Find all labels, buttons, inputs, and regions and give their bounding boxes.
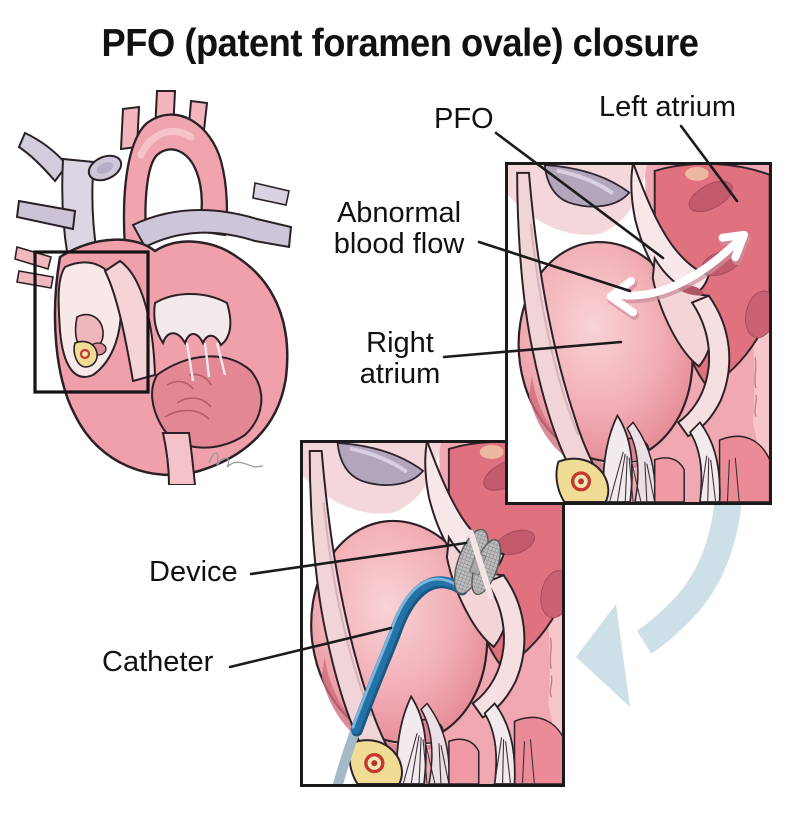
artist-signature bbox=[208, 452, 264, 468]
label-right-atrium-line2: atrium bbox=[359, 357, 441, 390]
label-catheter: Catheter bbox=[102, 646, 214, 678]
abnormal-flow-scene bbox=[508, 165, 769, 502]
label-pfo: PFO bbox=[434, 103, 494, 135]
label-abnormal-blood-flow: Abnormal blood flow bbox=[309, 198, 489, 259]
page-title: PFO (patent foramen ovale) closure bbox=[101, 22, 699, 65]
septum-strap bbox=[467, 529, 494, 600]
closure-device-panel bbox=[300, 440, 565, 787]
zoom-region-rectangle bbox=[33, 250, 150, 394]
label-abnormal-line1: Abnormal bbox=[336, 197, 462, 229]
label-left-atrium: Left atrium bbox=[599, 91, 736, 123]
label-right-atrium-line1: Right bbox=[366, 327, 434, 359]
abnormal-flow-panel bbox=[505, 162, 772, 505]
heart-overview-illustration bbox=[14, 90, 293, 485]
label-abnormal-line2: blood flow bbox=[333, 227, 465, 260]
closure-scene bbox=[303, 443, 562, 784]
label-device: Device bbox=[149, 556, 238, 588]
label-right-atrium: Right atrium bbox=[330, 328, 470, 389]
